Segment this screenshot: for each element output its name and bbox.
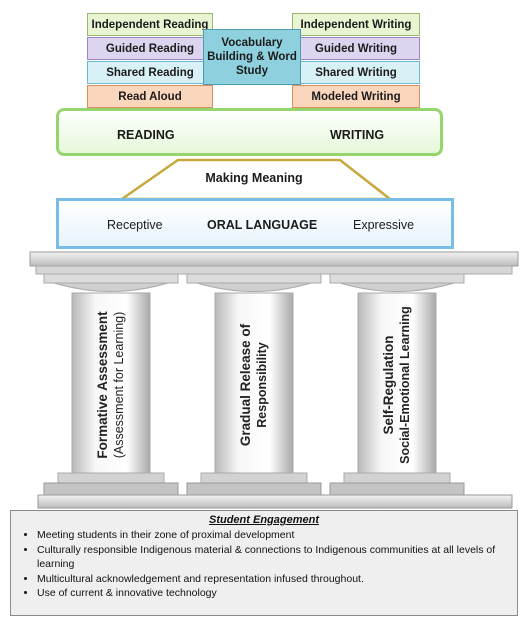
pillar-formative-assessment: Formative Assessment (Assessment for Lea… bbox=[81, 275, 141, 495]
shared-writing-box: Shared Writing bbox=[292, 61, 420, 84]
pillar-1-sub: (Assessment for Learning) bbox=[112, 311, 126, 459]
independent-writing-box: Independent Writing bbox=[292, 13, 420, 36]
expressive-label: Expressive bbox=[353, 218, 415, 232]
receptive-label: Receptive bbox=[107, 218, 163, 232]
vocabulary-box: Vocabulary Building & Word Study bbox=[203, 29, 301, 85]
pillar-2-main: Gradual Release of bbox=[238, 323, 253, 447]
pillars-illustration bbox=[29, 251, 519, 509]
oral-language-title: ORAL LANGUAGE bbox=[207, 218, 318, 232]
making-meaning-label: Making Meaning bbox=[205, 171, 303, 185]
pillar-2-sub: Responsibility bbox=[255, 342, 269, 428]
shared-reading-box: Shared Reading bbox=[87, 61, 213, 84]
reading-writing-bar: READING WRITING bbox=[56, 108, 443, 156]
pillar-3-sub: Social-Emotional Learning bbox=[398, 306, 412, 464]
engagement-title: Student Engagement bbox=[208, 514, 319, 526]
engagement-item: Culturally responsible Indigenous materi… bbox=[37, 543, 511, 572]
independent-reading-box: Independent Reading bbox=[87, 13, 213, 36]
writing-label: WRITING bbox=[330, 128, 385, 142]
pillar-1-main: Formative Assessment bbox=[95, 311, 110, 459]
engagement-item: Meeting students in their zone of proxim… bbox=[37, 528, 511, 543]
read-aloud-box: Read Aloud bbox=[87, 85, 213, 108]
engagement-item: Multicultural acknowledgement and repres… bbox=[37, 572, 511, 587]
engagement-item: Use of current & innovative technology bbox=[37, 586, 511, 601]
oral-language-bar: Receptive ORAL LANGUAGE Expressive bbox=[56, 198, 454, 249]
engagement-list: Meeting students in their zone of proxim… bbox=[17, 528, 511, 601]
guided-writing-box: Guided Writing bbox=[292, 37, 420, 60]
reading-label: READING bbox=[117, 128, 175, 142]
pillar-self-regulation: Self-Regulation Social-Emotional Learnin… bbox=[367, 275, 427, 495]
pillar-gradual-release: Gradual Release of Responsibility bbox=[224, 275, 284, 495]
guided-reading-box: Guided Reading bbox=[87, 37, 213, 60]
student-engagement-box: Student Engagement Meeting students in t… bbox=[10, 510, 518, 616]
modeled-writing-box: Modeled Writing bbox=[292, 85, 420, 108]
pillar-3-main: Self-Regulation bbox=[381, 335, 396, 435]
